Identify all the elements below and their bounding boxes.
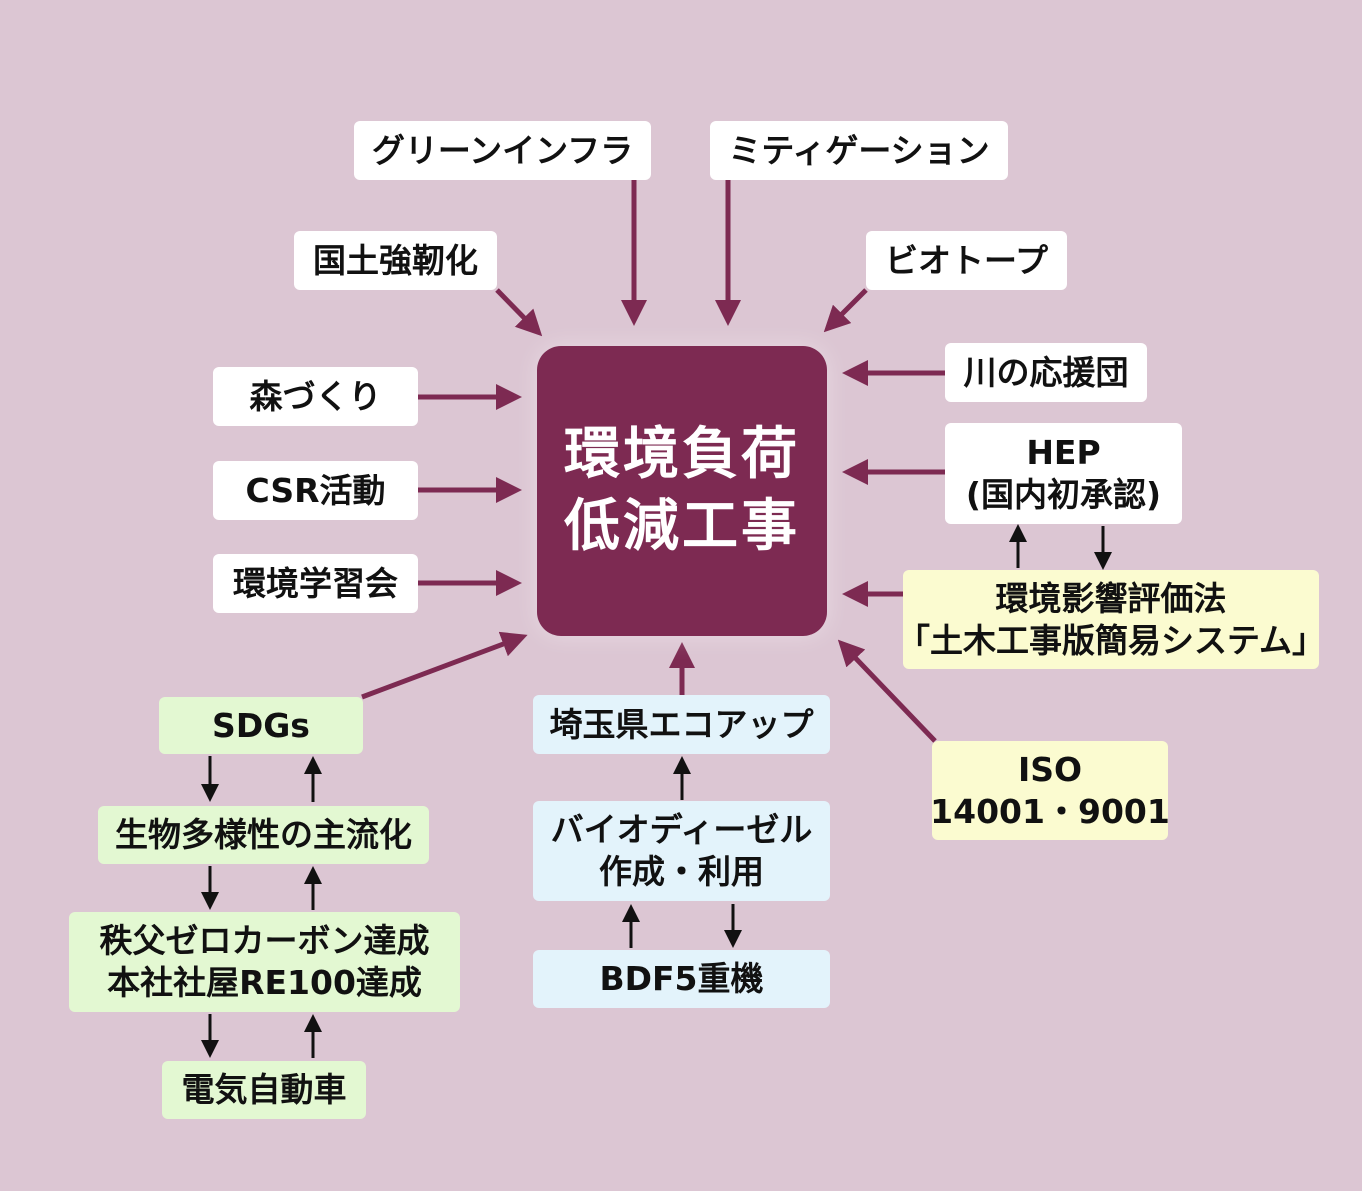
node-saitama-label: 埼玉県エコアップ — [549, 704, 814, 744]
node-bdf-line2: 作成・利用 — [599, 852, 764, 891]
arrow-sdgs — [361, 631, 528, 700]
node-chichibu-line2: 本社社屋RE100達成 — [107, 963, 422, 1002]
node-kawa: 川の応援団 — [945, 343, 1147, 402]
node-csr-label: CSR活動 — [245, 470, 386, 510]
node-kokudo: 国土強靭化 — [294, 231, 497, 290]
node-gakushu-label: 環境学習会 — [233, 563, 398, 603]
arrow-biotope — [823, 288, 868, 333]
node-hep-line2: (国内初承認) — [965, 474, 1162, 514]
node-kawa-label: 川の応援団 — [963, 352, 1129, 392]
center-line2: 低減工事 — [564, 494, 800, 559]
node-green-infra: グリーンインフラ — [354, 121, 651, 180]
node-biotope-label: ビオトープ — [884, 240, 1049, 280]
node-sdgs-label: SDGs — [212, 705, 310, 745]
node-saitama: 埼玉県エコアップ — [533, 695, 830, 754]
node-iso: ISO 14001・9001 — [930, 741, 1170, 840]
node-mitigation-label: ミティゲーション — [728, 130, 990, 170]
node-chichibu-line1: 秩父ゼロカーボン達成 — [99, 921, 430, 960]
node-seibutsu-label: 生物多様性の主流化 — [115, 815, 412, 854]
node-mitigation: ミティゲーション — [710, 121, 1008, 180]
node-ev: 電気自動車 — [162, 1061, 366, 1119]
node-mori: 森づくり — [213, 367, 418, 426]
node-chichibu: 秩父ゼロカーボン達成 本社社屋RE100達成 — [69, 912, 460, 1012]
arrow-kokudo — [495, 288, 543, 337]
node-gakushu: 環境学習会 — [213, 554, 418, 613]
node-bdf-line1: バイオディーゼル — [550, 810, 813, 849]
node-heavy-label: BDF5重機 — [599, 959, 764, 998]
center-line1: 環境負荷 — [564, 422, 800, 487]
node-csr: CSR活動 — [213, 461, 418, 520]
node-bdf: バイオディーゼル 作成・利用 — [533, 801, 830, 901]
arrow-iso — [837, 639, 937, 743]
node-seibutsu: 生物多様性の主流化 — [98, 806, 429, 864]
node-kokudo-label: 国土強靭化 — [313, 240, 478, 280]
node-hep-line1: HEP — [1026, 432, 1101, 472]
node-iso-line2: 14001・9001 — [930, 791, 1170, 831]
node-green-infra-label: グリーンインフラ — [371, 130, 634, 170]
node-sdgs: SDGs — [159, 697, 363, 754]
center-node: 環境負荷 低減工事 — [537, 346, 827, 636]
node-biotope: ビオトープ — [866, 231, 1067, 290]
node-ev-label: 電気自動車 — [181, 1070, 347, 1109]
node-hyoka-line2: 「土木工事版簡易システム」 — [897, 620, 1326, 660]
node-iso-line1: ISO — [1017, 749, 1083, 789]
node-heavy: BDF5重機 — [533, 950, 830, 1008]
node-hyoka-line1: 環境影響評価法 — [995, 578, 1227, 618]
node-hyoka: 環境影響評価法 「土木工事版簡易システム」 — [897, 570, 1325, 669]
node-mori-label: 森づくり — [249, 376, 382, 416]
node-hep: HEP (国内初承認) — [945, 423, 1182, 524]
